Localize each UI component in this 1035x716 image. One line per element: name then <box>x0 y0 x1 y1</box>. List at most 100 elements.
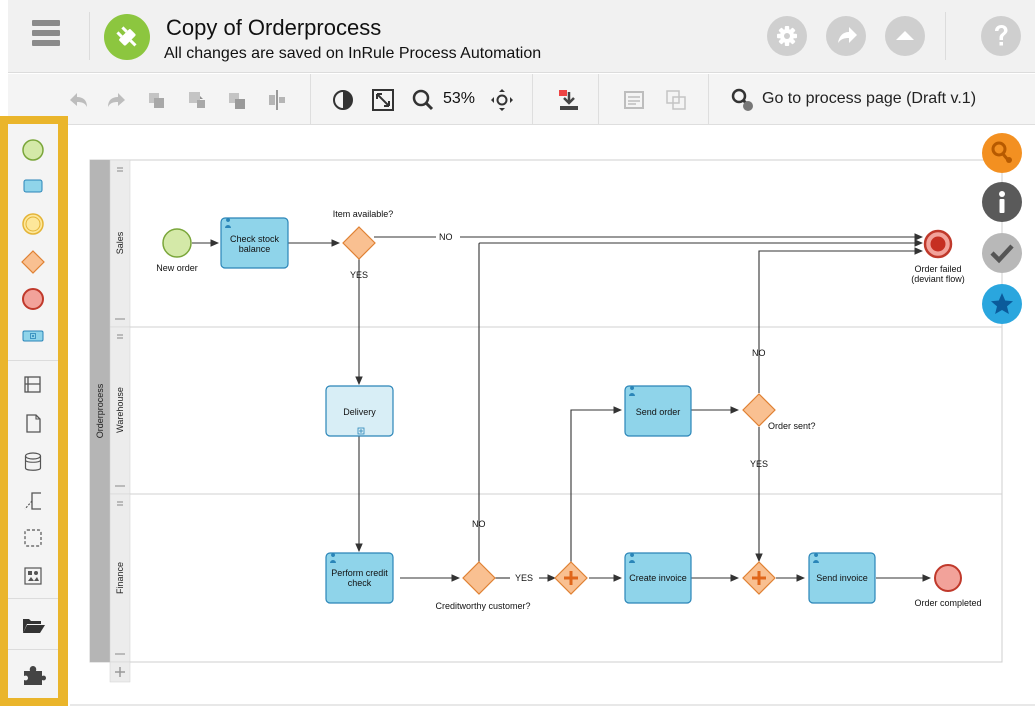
data-store-icon[interactable] <box>17 448 49 476</box>
chevron-up-icon[interactable] <box>885 16 925 56</box>
task-send-invoice[interactable]: Send invoice <box>808 552 876 604</box>
gateway-label: Creditworthy customer? <box>435 601 530 611</box>
gateway-order-sent[interactable]: Order sent? <box>742 393 816 431</box>
lane-finance[interactable]: Finance <box>109 493 131 663</box>
shape-palette <box>8 124 58 698</box>
flow-label-yes: YES <box>750 459 768 469</box>
task-label: balance <box>239 244 271 254</box>
search-icon[interactable] <box>982 133 1022 173</box>
user-task-icon <box>629 386 635 396</box>
extensions-icon[interactable] <box>17 661 49 689</box>
lane-icon[interactable] <box>17 371 49 399</box>
redo-icon[interactable] <box>105 88 129 112</box>
annotation-icon[interactable] <box>17 487 49 515</box>
sequence-flows <box>192 233 932 582</box>
copy-icon[interactable] <box>145 88 169 112</box>
group-icon[interactable] <box>17 524 49 552</box>
task-label: check <box>348 578 372 588</box>
gateway-label: Item available? <box>333 209 394 219</box>
task-label: Send invoice <box>816 573 868 583</box>
task-label: Check stock <box>230 234 280 244</box>
end-event-label: Order completed <box>914 598 981 608</box>
user-task-icon <box>813 553 819 563</box>
fit-screen-icon[interactable] <box>371 88 395 112</box>
go-to-process-page-link[interactable]: Go to process page (Draft v.1) <box>730 87 976 113</box>
menu-icon[interactable] <box>30 20 62 52</box>
star-icon[interactable] <box>982 284 1022 324</box>
undo-icon[interactable] <box>66 88 90 112</box>
gateway-icon[interactable] <box>17 248 49 276</box>
task-check-stock-balance[interactable]: Check stock balance <box>220 217 289 269</box>
flow-label-no: NO <box>472 519 486 529</box>
gear-icon[interactable] <box>767 16 807 56</box>
info-icon[interactable] <box>982 182 1022 222</box>
flow-label-yes: YES <box>350 270 368 280</box>
pool-label: Orderprocess <box>95 383 105 438</box>
image-icon[interactable] <box>17 562 49 590</box>
diagram-canvas[interactable]: Orderprocess Sales Warehouse Finance <box>70 126 1035 704</box>
lane-label-warehouse: Warehouse <box>115 387 125 433</box>
export-icon[interactable] <box>557 88 581 112</box>
subprocess-label: Delivery <box>343 407 376 417</box>
task-send-order[interactable]: Send order <box>624 385 692 437</box>
task-perform-credit-check[interactable]: Perform credit check <box>325 552 394 604</box>
parallel-gateway[interactable] <box>742 561 776 595</box>
subprocess-icon[interactable] <box>17 322 49 350</box>
lane-sales[interactable]: Sales <box>109 159 131 328</box>
lane-warehouse[interactable]: Warehouse <box>109 326 131 495</box>
gateway-creditworthy[interactable]: Creditworthy customer? <box>435 561 531 611</box>
open-folder-icon[interactable] <box>17 611 49 639</box>
flow-label-no: NO <box>752 348 766 358</box>
task-create-invoice[interactable]: Create invoice <box>624 552 692 604</box>
intermediate-event-icon[interactable] <box>17 210 49 238</box>
layers-icon[interactable] <box>664 88 688 112</box>
task-icon[interactable] <box>17 172 49 200</box>
end-event-label: Order failed <box>914 264 961 274</box>
go-to-process-page-label: Go to process page (Draft v.1) <box>762 90 977 107</box>
subprocess-delivery[interactable]: Delivery <box>325 385 394 437</box>
user-task-icon <box>629 553 635 563</box>
duplicate-icon[interactable] <box>225 88 249 112</box>
check-icon[interactable] <box>982 233 1022 273</box>
help-icon[interactable] <box>981 16 1021 56</box>
header-divider <box>945 12 946 60</box>
lane-label-sales: Sales <box>115 231 125 254</box>
notes-icon[interactable] <box>622 88 646 112</box>
header-bar: Copy of Orderprocess All changes are sav… <box>8 0 1035 73</box>
end-event-label: (deviant flow) <box>911 274 965 284</box>
end-event-order-failed[interactable]: Order failed (deviant flow) <box>911 229 965 284</box>
pan-icon[interactable] <box>490 88 514 112</box>
end-event-order-completed[interactable]: Order completed <box>914 564 982 608</box>
toolbar: 53% Go to process page (Draft v.1) <box>8 74 1035 125</box>
canvas-bottom-border <box>70 704 1035 706</box>
align-icon[interactable] <box>265 88 289 112</box>
task-label: Send order <box>636 407 681 417</box>
gateway-item-available[interactable]: Item available? <box>333 209 394 260</box>
user-task-icon <box>225 218 231 228</box>
plug-logo-icon <box>104 14 150 60</box>
process-title: Copy of Orderprocess <box>166 15 382 40</box>
bpmn-diagram: Orderprocess Sales Warehouse Finance <box>89 159 1003 683</box>
gateway-label: Order sent? <box>768 421 816 431</box>
share-icon[interactable] <box>826 16 866 56</box>
flow-label-yes: YES <box>515 573 533 583</box>
end-event-icon[interactable] <box>17 285 49 313</box>
task-label: Create invoice <box>629 573 687 583</box>
lane-label-finance: Finance <box>115 562 125 594</box>
save-status-text: All changes are saved on InRule Process … <box>164 45 542 62</box>
expand-icon[interactable] <box>357 427 365 435</box>
data-object-icon[interactable] <box>17 410 49 438</box>
zoom-level[interactable]: 53% <box>443 90 476 107</box>
parallel-gateway[interactable] <box>554 561 588 595</box>
start-event-label: New order <box>156 263 198 273</box>
task-label: Perform credit <box>331 568 388 578</box>
flow-label-no: NO <box>439 232 453 242</box>
paste-icon[interactable] <box>185 88 209 112</box>
start-event-new-order[interactable]: New order <box>156 228 198 273</box>
contrast-icon[interactable] <box>331 88 355 112</box>
start-event-icon[interactable] <box>17 136 49 164</box>
zoom-icon[interactable] <box>411 88 435 112</box>
user-task-icon <box>330 553 336 563</box>
add-lane-button[interactable] <box>109 661 131 683</box>
